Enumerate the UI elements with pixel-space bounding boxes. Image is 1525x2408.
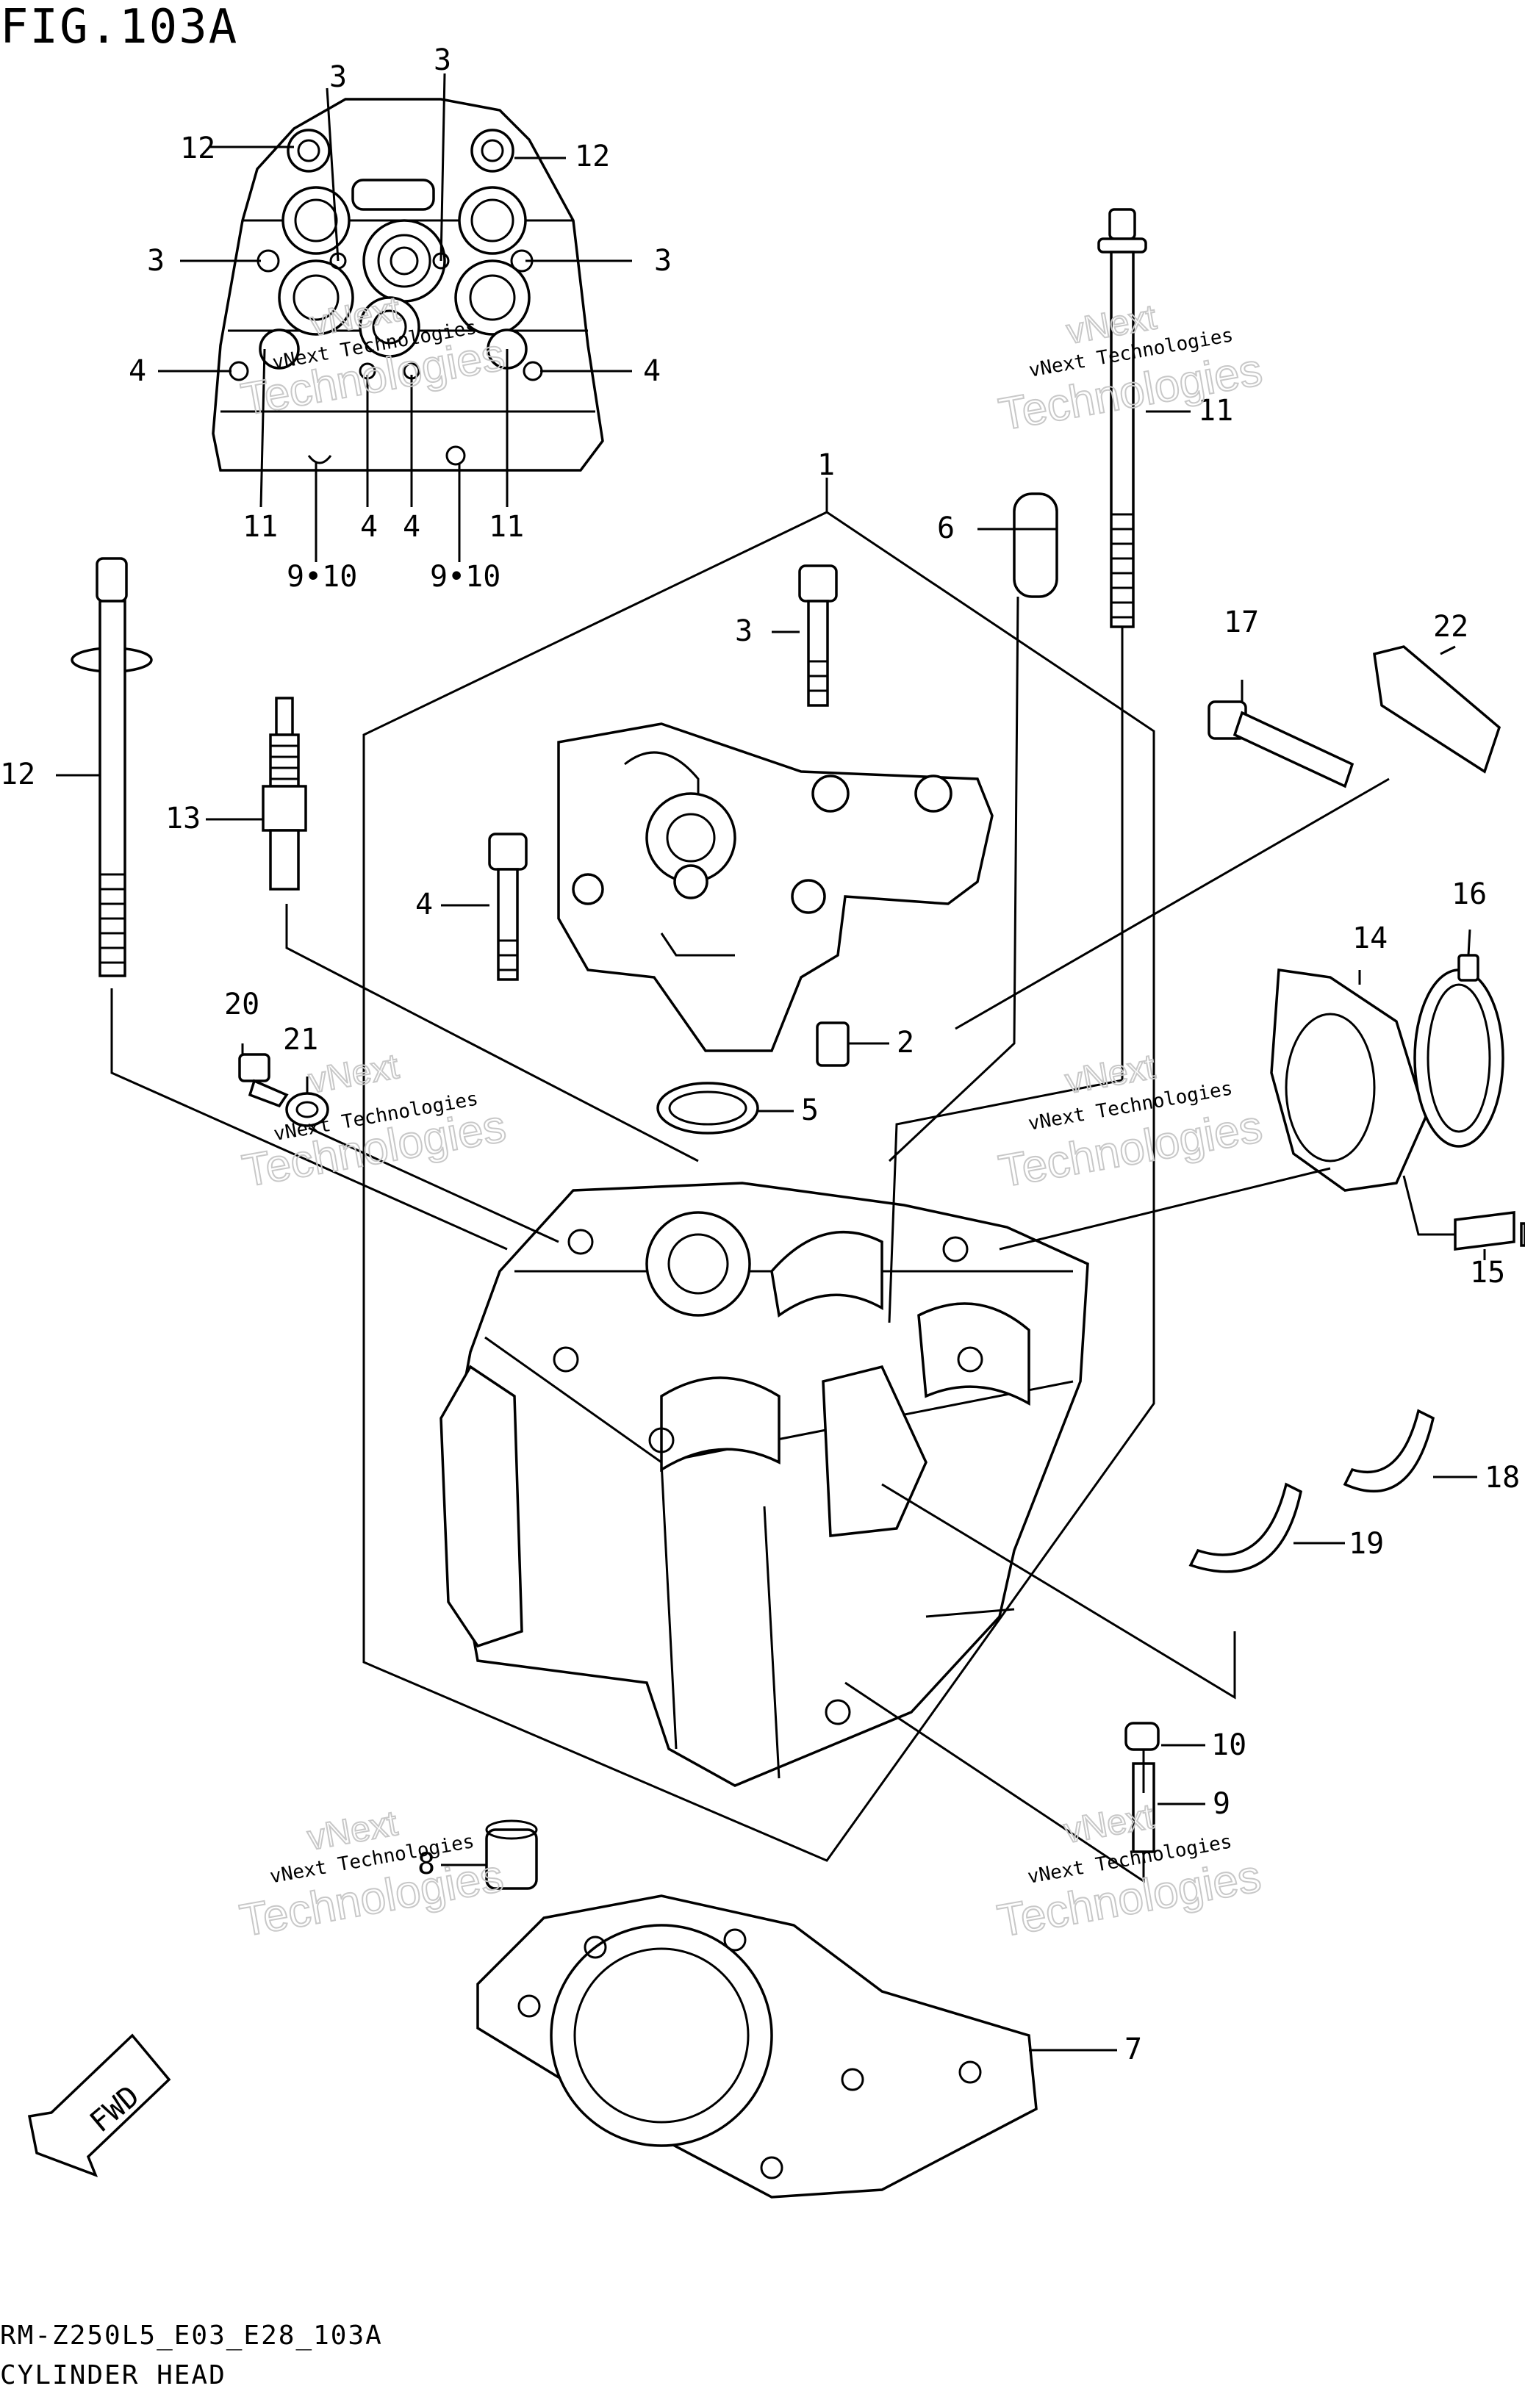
callout-3-inset-b: 3 [434, 43, 451, 77]
callout-9-10-right: 9•10 [430, 560, 500, 594]
callout-4-inset-right: 4 [643, 354, 661, 388]
callout-14: 14 [1352, 921, 1388, 955]
callout-4: 4 [415, 888, 433, 921]
watermark-vnext: vNext [306, 1047, 401, 1101]
callout-16: 16 [1452, 877, 1487, 911]
callout-17: 17 [1224, 605, 1259, 639]
head-gasket [476, 1894, 1038, 2199]
callout-11-inset-right: 11 [489, 510, 524, 544]
watermark-mid-right: vNext vNext Technologies Technologies [994, 1046, 1266, 1198]
assembly-frame [362, 511, 1155, 1862]
cylinder-head-top-view [212, 98, 604, 472]
callout-11: 11 [1198, 394, 1233, 428]
callout-8: 8 [417, 1847, 435, 1881]
callout-3: 3 [735, 614, 753, 648]
intake-parts [1208, 645, 1525, 1251]
callout-7: 7 [1124, 2033, 1142, 2066]
watermark-bottom-left: vNext vNext Technologies Technologies [235, 1803, 507, 1947]
callout-4-inset-b: 4 [403, 510, 420, 544]
spark-plug [262, 697, 307, 891]
figure-name: CYLINDER HEAD [0, 2360, 226, 2390]
clips [1188, 1409, 1435, 1573]
figure-code: RM-Z250L5_E03_E28_103A [0, 2321, 383, 2351]
callout-19: 19 [1349, 1527, 1384, 1561]
inset-leader-lines [158, 73, 632, 562]
callout-3-inset-a: 3 [329, 60, 347, 94]
callout-13: 13 [165, 802, 201, 835]
callout-18: 18 [1485, 1461, 1520, 1495]
main-leader-lines [56, 410, 1486, 2052]
callout-9-10-left: 9•10 [287, 560, 357, 594]
cylinder-head-body [439, 1182, 1089, 1787]
callout-12-inset-right: 12 [575, 140, 610, 173]
callout-3-inset-right: 3 [654, 244, 672, 278]
camshaft-holder [557, 722, 994, 1052]
stud-bolts [71, 208, 1147, 977]
callout-22: 22 [1433, 610, 1468, 644]
callout-4-inset-left: 4 [129, 354, 146, 388]
callout-3-inset-left: 3 [147, 244, 165, 278]
callout-15: 15 [1470, 1256, 1505, 1290]
callout-1: 1 [817, 448, 835, 482]
callout-12-inset-left: 12 [180, 132, 215, 165]
callout-12: 12 [0, 758, 35, 791]
callout-10: 10 [1211, 1728, 1246, 1762]
fwd-arrow: FWD [27, 2033, 171, 2178]
callout-6: 6 [937, 511, 955, 545]
callout-11-inset-left: 11 [243, 510, 278, 544]
callout-9: 9 [1213, 1787, 1230, 1821]
callout-20: 20 [224, 988, 259, 1021]
callout-2: 2 [897, 1026, 914, 1060]
callout-labels: 3 3 12 12 3 3 4 4 11 4 4 11 9•10 9•10 1 … [0, 43, 1520, 2066]
callout-5: 5 [801, 1093, 819, 1127]
callout-4-inset-a: 4 [360, 510, 378, 544]
figure-title: FIG.103A [0, 0, 239, 54]
callout-21: 21 [283, 1023, 318, 1057]
